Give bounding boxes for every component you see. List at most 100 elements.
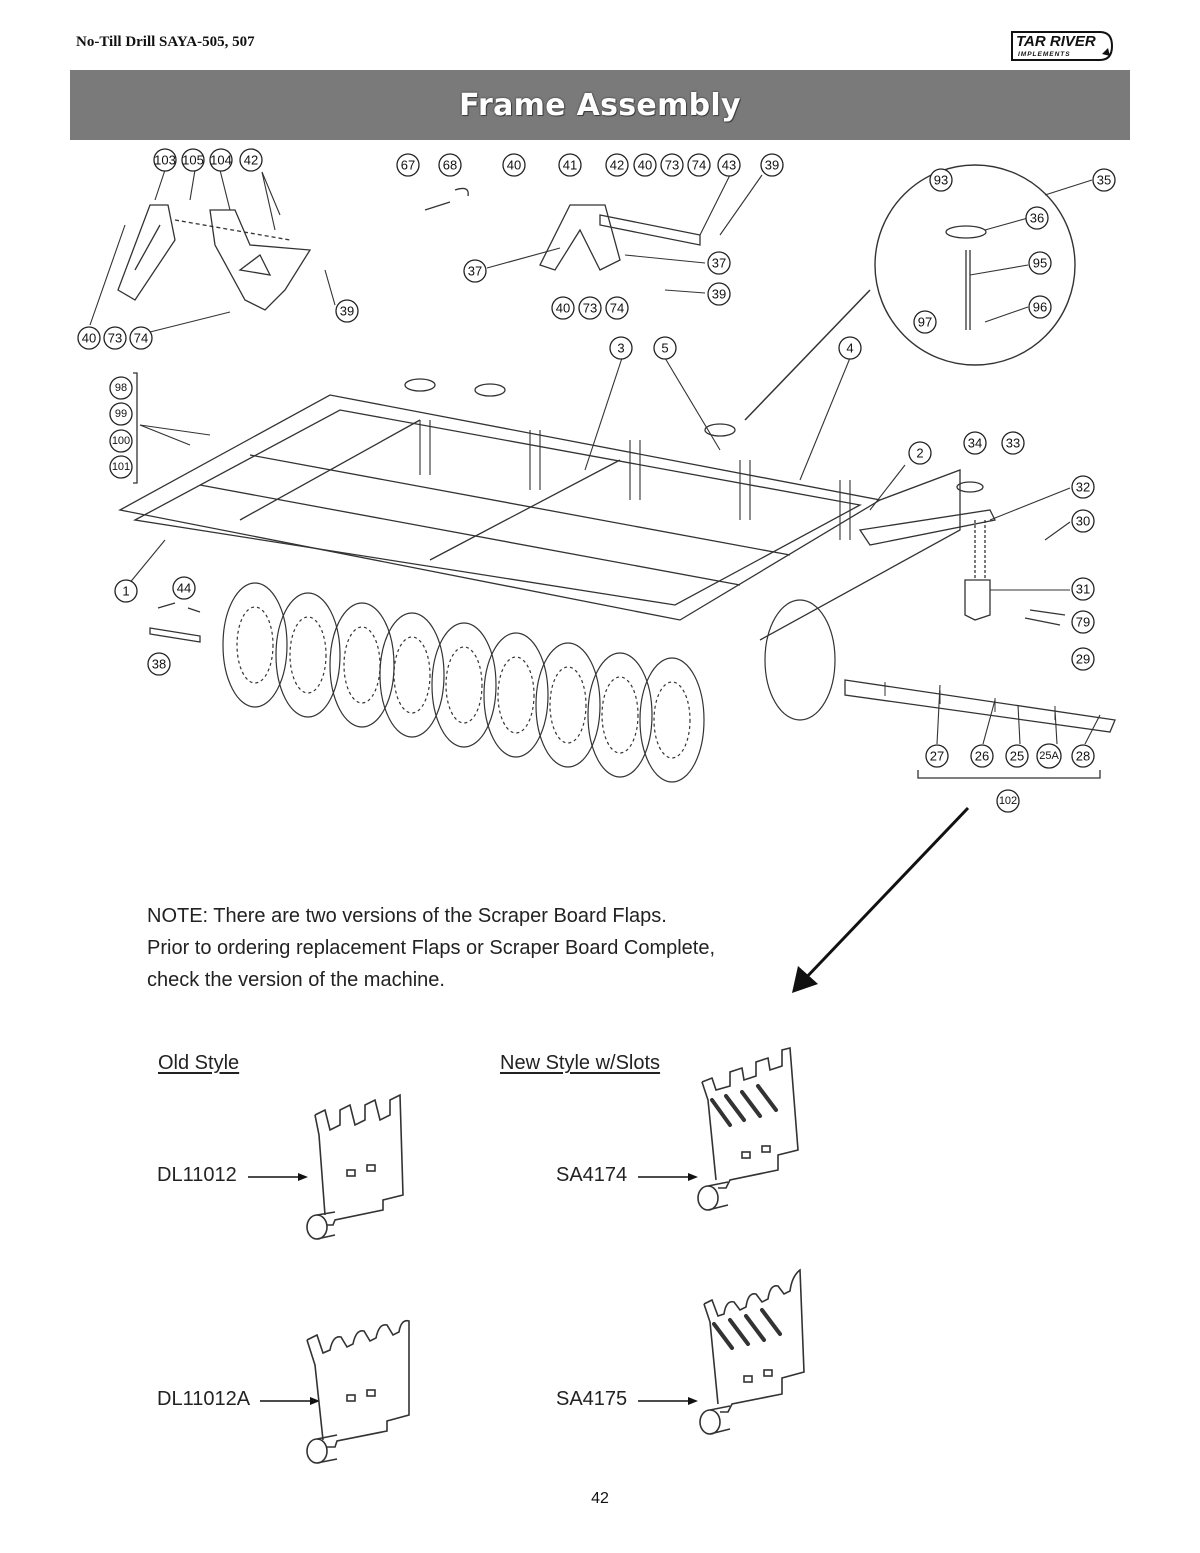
svg-text:33: 33	[1006, 436, 1020, 451]
arrow-sa4175	[638, 1397, 698, 1405]
svg-text:68: 68	[443, 158, 457, 173]
section-title: Frame Assembly	[459, 87, 741, 123]
callout-27: 27	[925, 744, 949, 768]
callout-2: 2	[908, 441, 932, 465]
svg-text:39: 39	[340, 304, 354, 319]
callout-41: 41	[558, 153, 582, 177]
svg-text:74: 74	[692, 158, 706, 173]
callout-74: 74	[605, 296, 629, 320]
old-style-heading: Old Style	[158, 1052, 240, 1074]
callout-26: 26	[970, 744, 994, 768]
svg-text:102: 102	[999, 795, 1017, 807]
page-number: 42	[591, 1490, 609, 1507]
svg-text:1: 1	[122, 584, 129, 599]
frame-assembly-diagram: 103 105 104 42 39 40 73 74 67 68 40 41 4…	[70, 145, 1130, 835]
callout-25: 25	[1005, 744, 1029, 768]
callout-67: 67	[396, 153, 420, 177]
svg-text:67: 67	[401, 158, 415, 173]
callout-3: 3	[609, 336, 633, 360]
svg-text:4: 4	[846, 341, 853, 356]
callout-105: 105	[181, 148, 205, 172]
scraper-board-part	[844, 679, 1116, 733]
callout-33: 33	[1001, 431, 1025, 455]
callout-28: 28	[1071, 744, 1095, 768]
callout-42: 42	[239, 148, 263, 172]
svg-text:44: 44	[177, 581, 191, 596]
scraper-flap-note: NOTE: There are two versions of the Scra…	[147, 900, 787, 996]
svg-text:TAR RIVER: TAR RIVER	[1016, 33, 1096, 50]
handwheel-part	[474, 383, 506, 397]
handwheel-part	[404, 378, 436, 392]
tar-river-logo: TAR RIVER IMPLEMENTS	[1011, 31, 1114, 61]
callout-73: 73	[103, 326, 127, 350]
svg-text:42: 42	[610, 158, 624, 173]
callout-29: 29	[1071, 647, 1095, 671]
part-label-sa4174: SA4174	[556, 1164, 628, 1186]
svg-text:73: 73	[583, 301, 597, 316]
svg-text:41: 41	[563, 158, 577, 173]
callout-68: 68	[438, 153, 462, 177]
callout-39: 39	[760, 153, 784, 177]
section-banner: Frame Assembly	[70, 70, 1130, 140]
svg-text:40: 40	[638, 158, 652, 173]
svg-text:40: 40	[82, 331, 96, 346]
left-bracket-part	[117, 204, 176, 301]
svg-text:40: 40	[556, 301, 570, 316]
callout-31: 31	[1071, 577, 1095, 601]
flap-dl11012a-drawing	[306, 1319, 410, 1464]
svg-text:95: 95	[1033, 256, 1047, 271]
svg-text:105: 105	[182, 153, 204, 168]
callout-74: 74	[129, 326, 153, 350]
callout-32: 32	[1071, 475, 1095, 499]
handwheel-part	[704, 423, 736, 437]
callout-5: 5	[653, 336, 677, 360]
callout-1: 1	[114, 579, 138, 603]
pointer-arrow	[792, 806, 970, 993]
callout-40: 40	[633, 153, 657, 177]
svg-text:74: 74	[134, 331, 148, 346]
svg-text:38: 38	[152, 657, 166, 672]
svg-text:99: 99	[115, 408, 127, 420]
callout-98: 98	[109, 376, 133, 400]
svg-text:42: 42	[244, 153, 258, 168]
callout-40: 40	[77, 326, 101, 350]
coulter-discs	[222, 582, 836, 783]
svg-text:93: 93	[934, 173, 948, 188]
hitch-frame-part	[539, 204, 621, 271]
svg-text:26: 26	[975, 749, 989, 764]
callout-37: 37	[463, 259, 487, 283]
svg-text:36: 36	[1030, 211, 1044, 226]
callout-39: 39	[707, 282, 731, 306]
main-frame	[118, 394, 882, 621]
callout-30: 30	[1071, 509, 1095, 533]
new-style-heading: New Style w/Slots	[500, 1052, 661, 1074]
svg-text:79: 79	[1076, 615, 1090, 630]
note-line-3: check the version of the machine.	[147, 969, 445, 991]
svg-text:101: 101	[112, 461, 130, 473]
callout-34: 34	[963, 431, 987, 455]
svg-text:96: 96	[1033, 300, 1047, 315]
handwheel-part	[956, 481, 984, 493]
svg-text:29: 29	[1076, 652, 1090, 667]
svg-text:43: 43	[722, 158, 736, 173]
callout-99: 99	[109, 402, 133, 426]
note-line-2: Prior to ordering replacement Flaps or S…	[147, 937, 716, 959]
callout-42: 42	[605, 153, 629, 177]
callout-39: 39	[335, 299, 359, 323]
callout-79: 79	[1071, 610, 1095, 634]
callout-36: 36	[1025, 206, 1049, 230]
callout-102: 102	[996, 789, 1020, 813]
svg-text:39: 39	[765, 158, 779, 173]
svg-text:25A: 25A	[1039, 750, 1059, 762]
part-label-dl11012a: DL11012A	[157, 1388, 251, 1410]
svg-text:40: 40	[507, 158, 521, 173]
callout-44: 44	[172, 576, 196, 600]
flap-dl11012-drawing	[306, 1093, 404, 1240]
svg-text:103: 103	[154, 153, 176, 168]
svg-text:35: 35	[1097, 173, 1111, 188]
callout-74: 74	[687, 153, 711, 177]
callout-25a: 25A	[1036, 743, 1062, 769]
svg-text:39: 39	[712, 287, 726, 302]
callout-93: 93	[929, 168, 953, 192]
callout-4: 4	[838, 336, 862, 360]
